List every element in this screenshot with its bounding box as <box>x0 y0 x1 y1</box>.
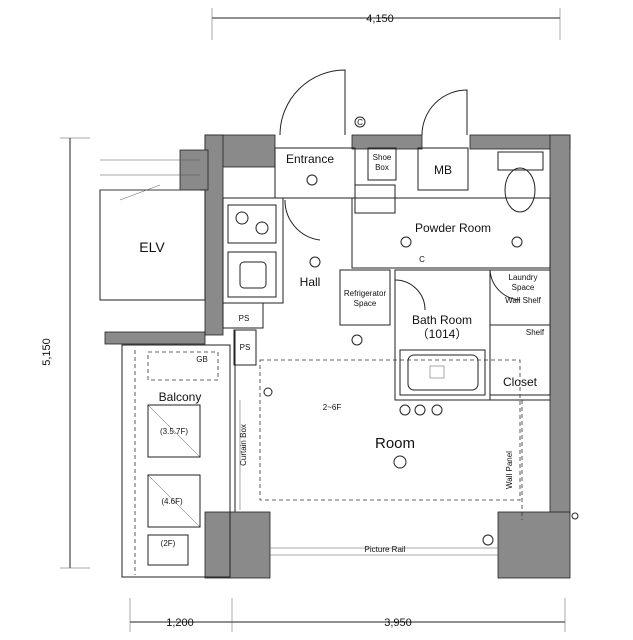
label-balcony-h3: (2F) <box>161 539 176 548</box>
label-picture-rail: Picture Rail <box>365 545 406 554</box>
label-entrance: Entrance <box>286 152 334 166</box>
dim-bottom-right: 3,950 <box>384 617 412 629</box>
dim-bottom-left: 1,200 <box>166 617 194 629</box>
interior-partitions <box>222 147 551 512</box>
dim-top: 4,150 <box>366 13 394 25</box>
label-refrigerator-line1: Refrigerator <box>344 289 387 298</box>
label-laundry-line1: Laundry <box>509 273 538 282</box>
marker-c2: C <box>419 255 425 264</box>
label-balcony-h1: (3.5.7F) <box>160 427 188 436</box>
room-area <box>239 359 523 556</box>
label-closet: Closet <box>503 375 538 389</box>
dimension-lines <box>60 8 566 632</box>
label-shelf: Shelf <box>526 328 545 337</box>
label-bath-size: （1014） <box>417 327 468 341</box>
label-gb: GB <box>196 355 208 364</box>
label-mb: MB <box>434 163 452 177</box>
elevator-shaft <box>99 159 206 301</box>
label-curtain-box: Curtain Box <box>239 424 248 466</box>
label-ps1: PS <box>239 314 250 323</box>
label-ceiling-height: 2~6F <box>323 403 342 412</box>
light-fixtures <box>263 116 579 546</box>
label-elv: ELV <box>139 239 165 255</box>
label-room: Room <box>375 435 415 452</box>
label-wall-panel: Wall Panel <box>505 451 514 489</box>
label-bath-room: Bath Room <box>412 313 472 327</box>
doors <box>279 69 521 311</box>
label-ps2: PS <box>240 343 251 352</box>
label-balcony-h2: (4.6F) <box>161 497 183 506</box>
label-balcony: Balcony <box>159 390 202 404</box>
exterior-walls <box>104 134 571 579</box>
label-shoe-box-line2: Box <box>375 163 389 172</box>
dim-left: 5,150 <box>41 338 53 366</box>
balcony <box>121 344 231 578</box>
label-wall-shelf: Wall Shelf <box>505 296 541 305</box>
label-hall: Hall <box>300 275 321 289</box>
label-shoe-box-line1: Shoe <box>373 153 392 162</box>
toilet <box>497 151 544 213</box>
bathtub <box>399 349 486 396</box>
kitchen <box>227 204 277 298</box>
label-powder-room: Powder Room <box>415 221 491 235</box>
marker-c1: C <box>357 118 363 127</box>
label-refrigerator-line2: Space <box>354 299 377 308</box>
label-laundry-line2: Space <box>512 283 535 292</box>
